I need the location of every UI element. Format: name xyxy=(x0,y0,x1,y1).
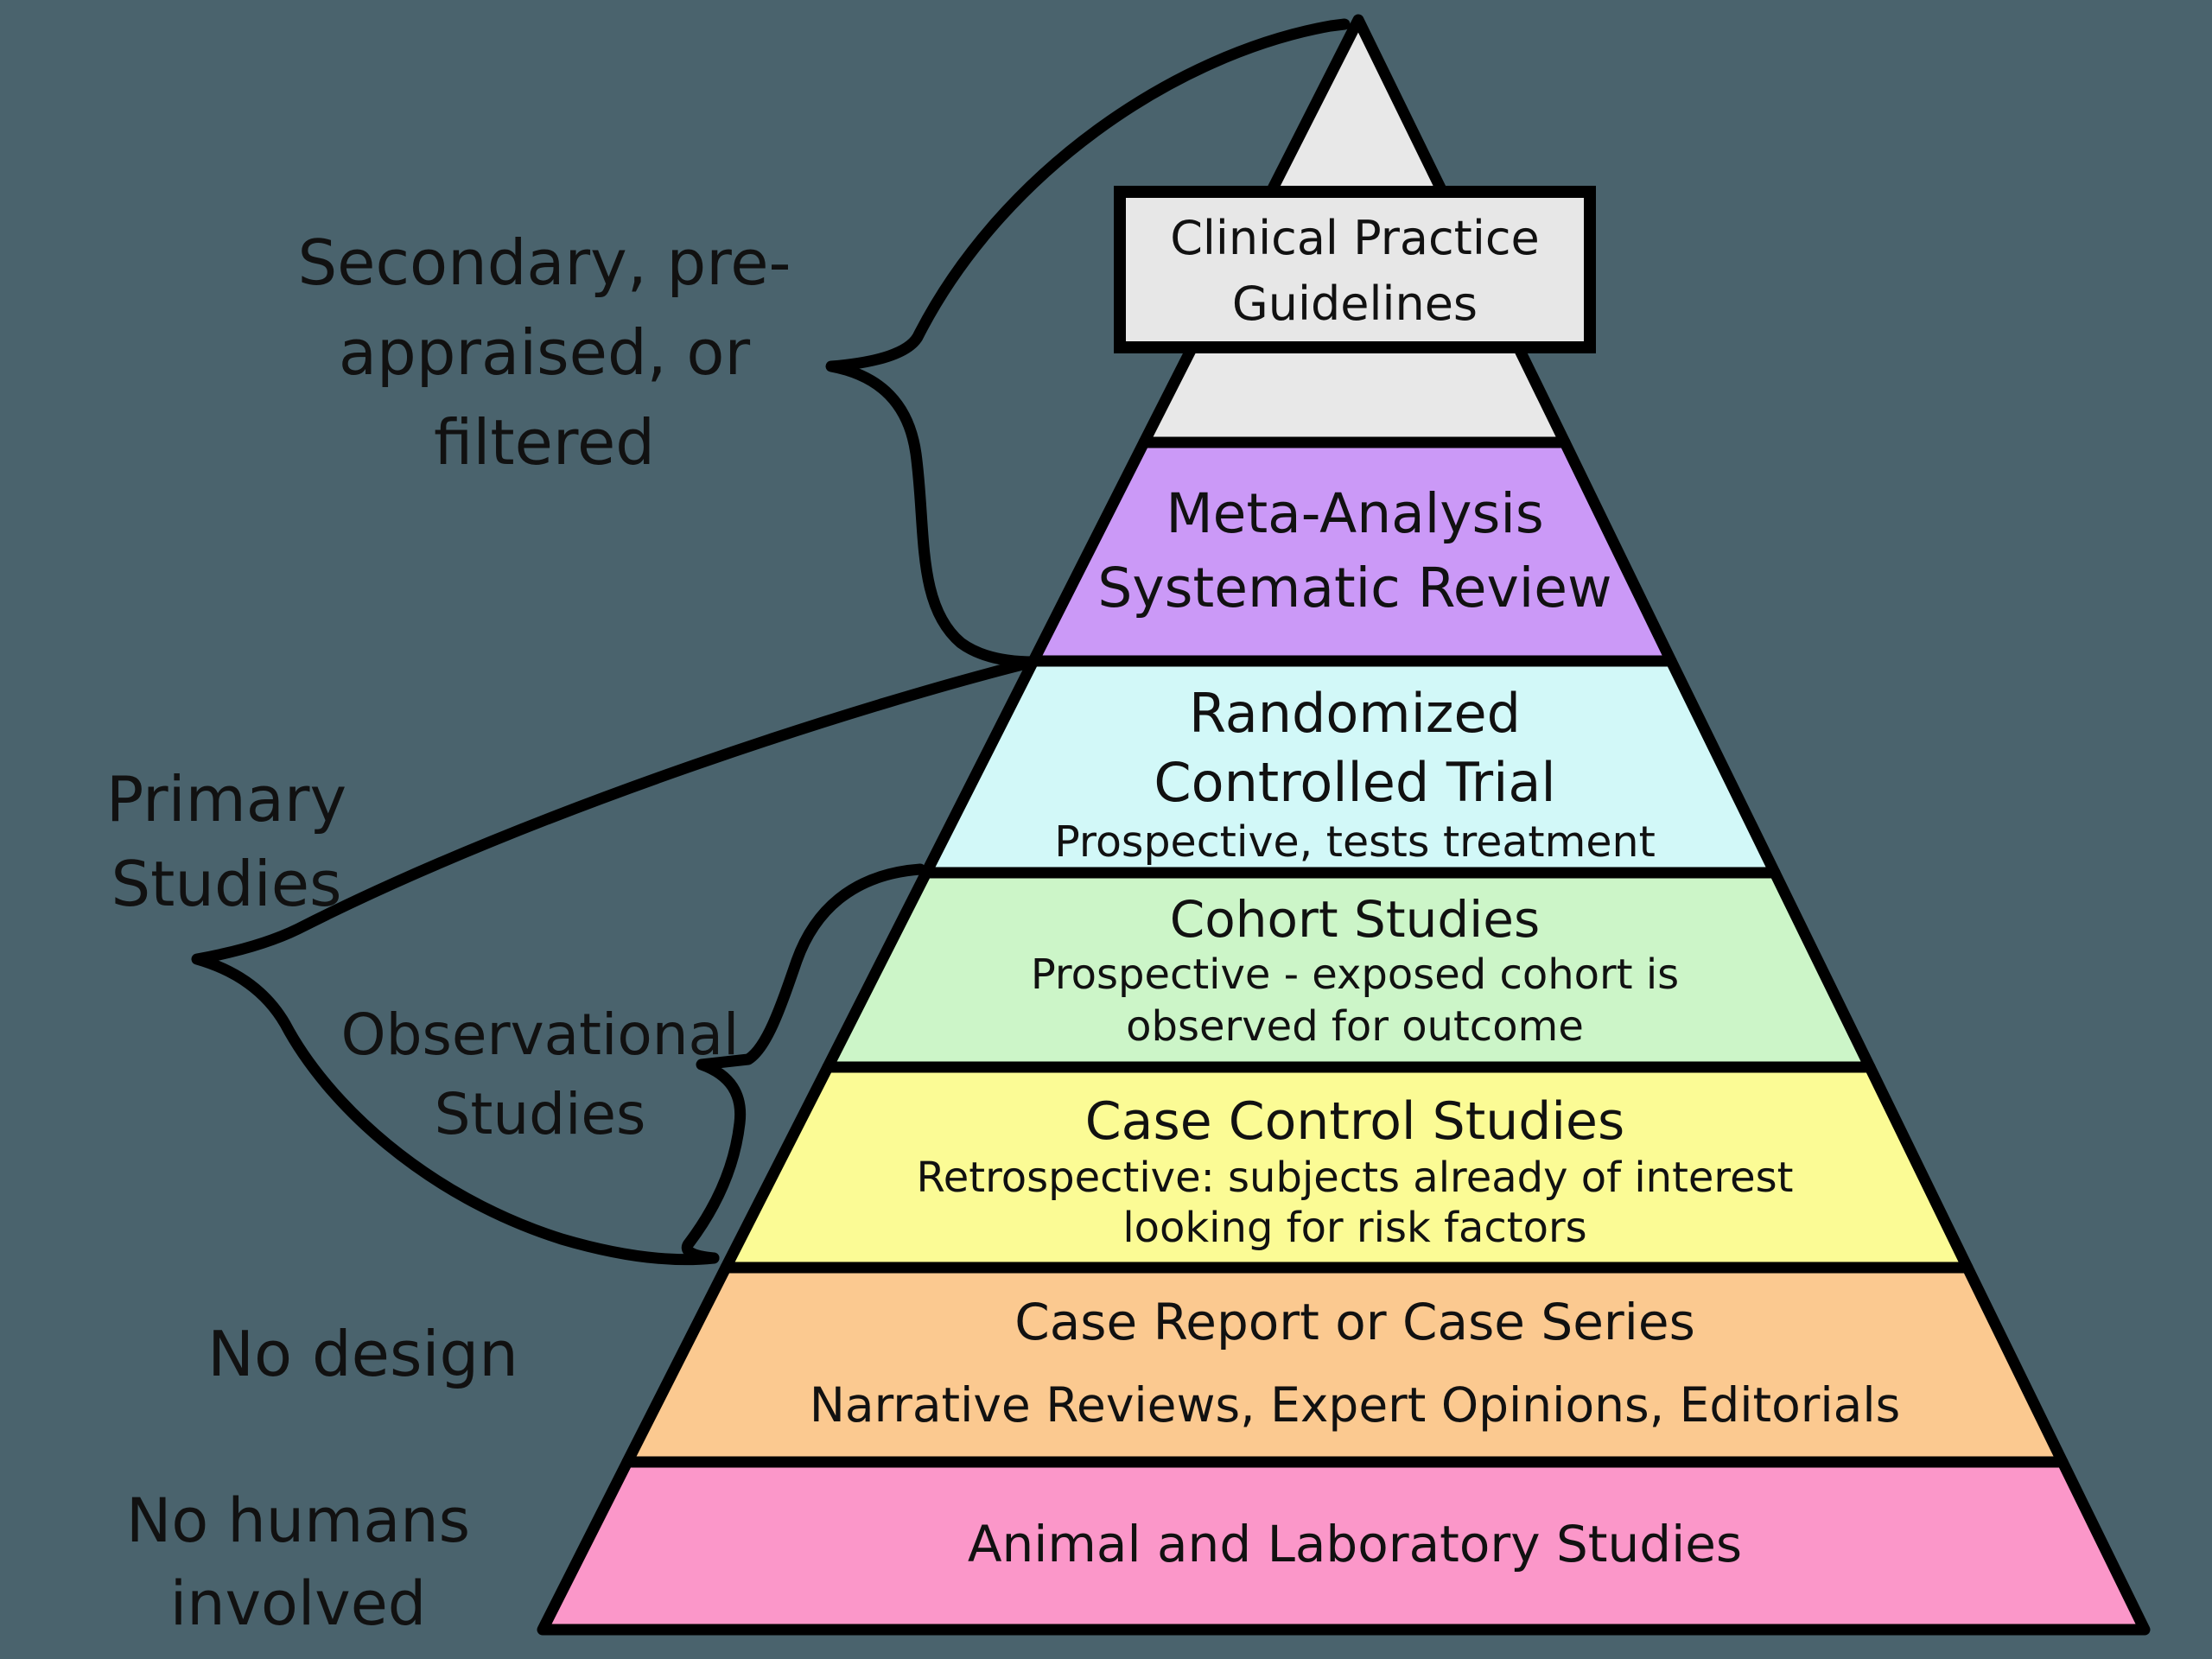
brace-secondary-filtered xyxy=(825,18,1351,668)
brace-observational-studies xyxy=(681,863,926,1264)
clinical-practice-guidelines-box xyxy=(1114,186,1596,353)
label-line: Studies xyxy=(434,1081,646,1147)
tier-randomized-controlled-trial-text: Randomized Controlled Trial Prospective,… xyxy=(923,679,1787,868)
label-line: filtered xyxy=(434,406,655,479)
tier-subtitle-line: observed for outcome xyxy=(1126,1002,1584,1051)
tier-cohort-studies-text: Cohort Studies Prospective - exposed coh… xyxy=(836,890,1873,1052)
label-line: Studies xyxy=(111,848,342,920)
label-no-humans-involved: No humans involved xyxy=(82,1479,514,1645)
tier-title-line: Randomized xyxy=(1189,682,1521,745)
label-line: Observational xyxy=(340,1001,740,1068)
label-line: Guidelines xyxy=(1231,276,1478,331)
label-observational-studies: Observational Studies xyxy=(294,995,786,1154)
tier-meta-analysis-text: Meta-Analysis Systematic Review xyxy=(966,477,1744,626)
tier-title-line: Systematic Review xyxy=(1097,556,1612,620)
label-no-design: No design xyxy=(147,1317,579,1391)
label-line: No humans xyxy=(125,1485,471,1556)
tier-case-report-text: Case Report or Case Series Narrative Rev… xyxy=(620,1293,2089,1433)
tier-title-line: Case Report or Case Series xyxy=(1014,1293,1695,1351)
label-primary-studies: Primary Studies xyxy=(28,757,425,926)
label-line: No design xyxy=(207,1318,518,1390)
tier-title-line: Case Control Studies xyxy=(1084,1091,1625,1152)
tier-subtitle-line: Narrative Reviews, Expert Opinions, Edit… xyxy=(809,1377,1901,1433)
tier-subtitle-line: looking for risk factors xyxy=(1122,1204,1587,1252)
clinical-practice-guidelines-text: Clinical Practice Guidelines xyxy=(1113,206,1597,337)
tier-animal-laboratory-shape xyxy=(537,1456,2151,1636)
tier-title-line: Controlled Trial xyxy=(1154,751,1556,814)
tier-title-line: Meta-Analysis xyxy=(1166,482,1544,545)
tier-subtitle-line: Prospective, tests treatment xyxy=(1054,817,1656,867)
label-line: Secondary, pre- xyxy=(297,226,791,299)
tier-subtitle-line: Prospective - exposed cohort is xyxy=(1030,950,1680,999)
label-secondary-pre-appraised: Secondary, pre- appraised, or filtered xyxy=(156,218,933,487)
tier-case-control-studies-text: Case Control Studies Retrospective: subj… xyxy=(750,1090,1960,1253)
brace-primary-studies xyxy=(191,656,1039,1266)
tier-title-line: Animal and Laboratory Studies xyxy=(967,1515,1743,1573)
label-line: involved xyxy=(169,1568,427,1639)
label-line: appraised, or xyxy=(338,316,751,389)
label-line: Primary xyxy=(105,763,347,836)
tier-animal-laboratory-text: Animal and Laboratory Studies xyxy=(750,1514,1960,1574)
label-line: Clinical Practice xyxy=(1170,211,1540,265)
tier-title-line: Cohort Studies xyxy=(1169,890,1541,949)
tier-subtitle-line: Retrospective: subjects already of inter… xyxy=(916,1154,1794,1202)
